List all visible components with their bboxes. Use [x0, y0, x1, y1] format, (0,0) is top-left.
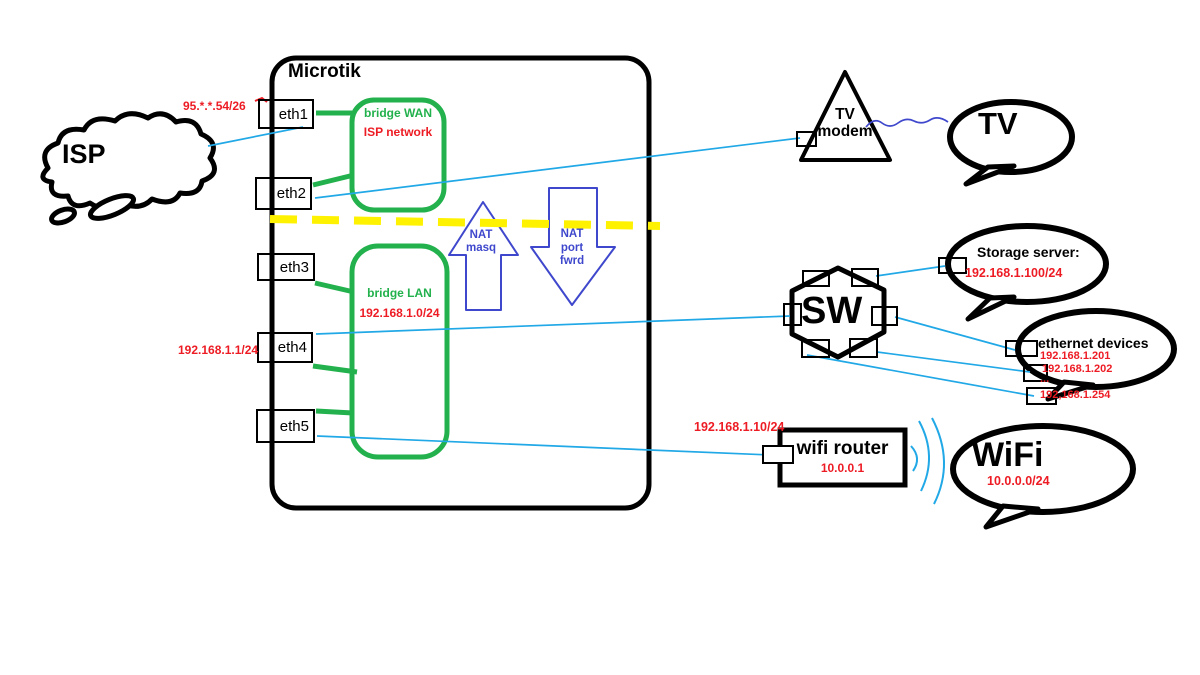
isp-cloud-tail-small — [49, 206, 77, 226]
eth3-label: eth3 — [279, 258, 309, 276]
eth2-bridge-wan-link — [312, 172, 355, 188]
switch-port-bottom-left — [801, 339, 830, 358]
isp-network-label: ISP network — [363, 125, 433, 139]
eth5-label: eth5 — [279, 417, 309, 435]
eth4-label: eth4 — [277, 339, 307, 356]
isp-cloud-shape — [40, 111, 217, 211]
tv-modem-tv-coax-wavy-line — [865, 117, 949, 128]
ethernet-device2-port — [1023, 364, 1048, 382]
tv-modem-line1: TV — [835, 106, 855, 123]
ethernet-devices-ellipsis: ... — [1040, 373, 1050, 385]
eth4-bridge-lan-link — [312, 363, 358, 375]
bridge-wan-label: bridge WAN — [364, 106, 432, 120]
tv-bubble-label: TV — [978, 106, 1018, 141]
lan-gateway-ip-label: 192.168.1.1/24 — [178, 343, 259, 357]
nat-masquerade-line2: masq — [465, 241, 497, 254]
wifi-bubble-label: WiFi — [972, 436, 1044, 474]
eth2-port-box: eth2 — [255, 177, 312, 210]
switch-ethernet-device1-cable — [894, 316, 1016, 351]
wan-lan-divider-dashed-line — [269, 215, 661, 230]
eth2-label: eth2 — [276, 185, 306, 202]
wifi-network-label: 10.0.0.0/24 — [987, 474, 1050, 488]
switch-ethernet-device3-cable — [806, 354, 1035, 397]
tv-modem-line2: modem — [817, 122, 873, 140]
wifi-bubble — [950, 423, 1136, 515]
switch-label: SW — [801, 290, 863, 332]
storage-server-title: Storage server: — [977, 244, 1080, 260]
switch-port-left — [783, 303, 802, 326]
wan-ip-label: 95.*.*.54/26 — [183, 99, 246, 113]
storage-bubble — [945, 223, 1109, 305]
ethernet-device1-ip: 192.168.1.201 — [1040, 350, 1111, 362]
switch-port-right — [871, 306, 898, 326]
switch-port-top-left — [802, 270, 830, 287]
ethernet-devices-title: ethernet devices — [1038, 335, 1149, 351]
nat-masquerade-line1: NAT — [469, 229, 493, 241]
wifi-signal-arc-small — [910, 445, 918, 472]
switch-ethernet-device2-cable — [876, 351, 1031, 373]
eth4-switch-cable — [315, 315, 791, 335]
ethernet-devices-bubble — [1015, 308, 1177, 390]
eth1-label: eth1 — [278, 105, 308, 123]
storage-server-port — [938, 257, 967, 274]
wifi-router-label: wifi router — [796, 438, 889, 459]
switch-port-bottom-right — [849, 338, 878, 358]
bridge-wan-box — [349, 97, 447, 213]
bridge-lan-box — [349, 243, 450, 460]
wifi-signal-arc-large — [931, 417, 945, 505]
nat-port-forward-line2: port — [560, 241, 584, 254]
eth5-port-box: eth5 — [256, 409, 315, 443]
tv-modem-label: TV modem — [805, 106, 885, 140]
bridge-lan-network-label: 192.168.1.0/24 — [359, 306, 440, 320]
tv-modem-port — [796, 131, 817, 147]
nat-masquerade-up-arrow — [448, 201, 519, 311]
switch-port-top-right — [851, 268, 879, 287]
microtik-title: Microtik — [288, 61, 361, 82]
wifi-signal-arc-medium — [918, 420, 930, 492]
wifi-bubble-tail — [983, 503, 1041, 530]
eth3-bridge-lan-link — [314, 280, 355, 295]
eth4-port-box: eth4 — [257, 332, 313, 363]
isp-label: ISP — [62, 139, 106, 169]
tv-bubble-tail — [963, 163, 1017, 187]
eth1-port-box: eth1 — [258, 99, 314, 129]
switch-hexagon — [789, 265, 887, 360]
nat-port-forward-down-arrow — [530, 187, 616, 306]
tv-bubble — [947, 99, 1075, 175]
ethernet-device1-port — [1005, 340, 1038, 357]
microtik-box — [269, 55, 652, 511]
wifi-router-port — [762, 445, 794, 464]
eth3-port-box: eth3 — [257, 253, 315, 281]
nat-port-forward-label: NAT port fwrd — [554, 228, 590, 269]
nat-port-forward-line3: fwrd — [559, 255, 585, 267]
isp-cloud-tail-large — [87, 193, 137, 221]
ethernet-device2-ip: 192.168.1.202 — [1042, 363, 1113, 375]
wifi-router-lan-ip: 10.0.0.1 — [820, 461, 865, 475]
ethernet-device3-ip: 192,168.1.254 — [1040, 389, 1111, 401]
bridge-lan-label: bridge LAN — [367, 286, 432, 300]
storage-bubble-tail — [965, 294, 1017, 322]
isp-eth1-cable — [207, 126, 304, 147]
tv-modem-triangle — [799, 70, 892, 162]
ethernet-device3-port — [1026, 387, 1057, 405]
eth5-bridge-lan-link — [315, 408, 354, 416]
nat-port-forward-line1: NAT — [560, 228, 584, 240]
storage-server-ip: 192.168.1.100/24 — [965, 266, 1063, 280]
nat-masquerade-label: NAT masq — [458, 229, 504, 254]
eth2-tv-modem-cable — [314, 137, 801, 199]
wifi-router-uplink-ip: 192.168.1.10/24 — [694, 420, 785, 434]
switch-storage-cable — [875, 265, 946, 277]
eth5-wifi-router-cable — [316, 435, 771, 456]
